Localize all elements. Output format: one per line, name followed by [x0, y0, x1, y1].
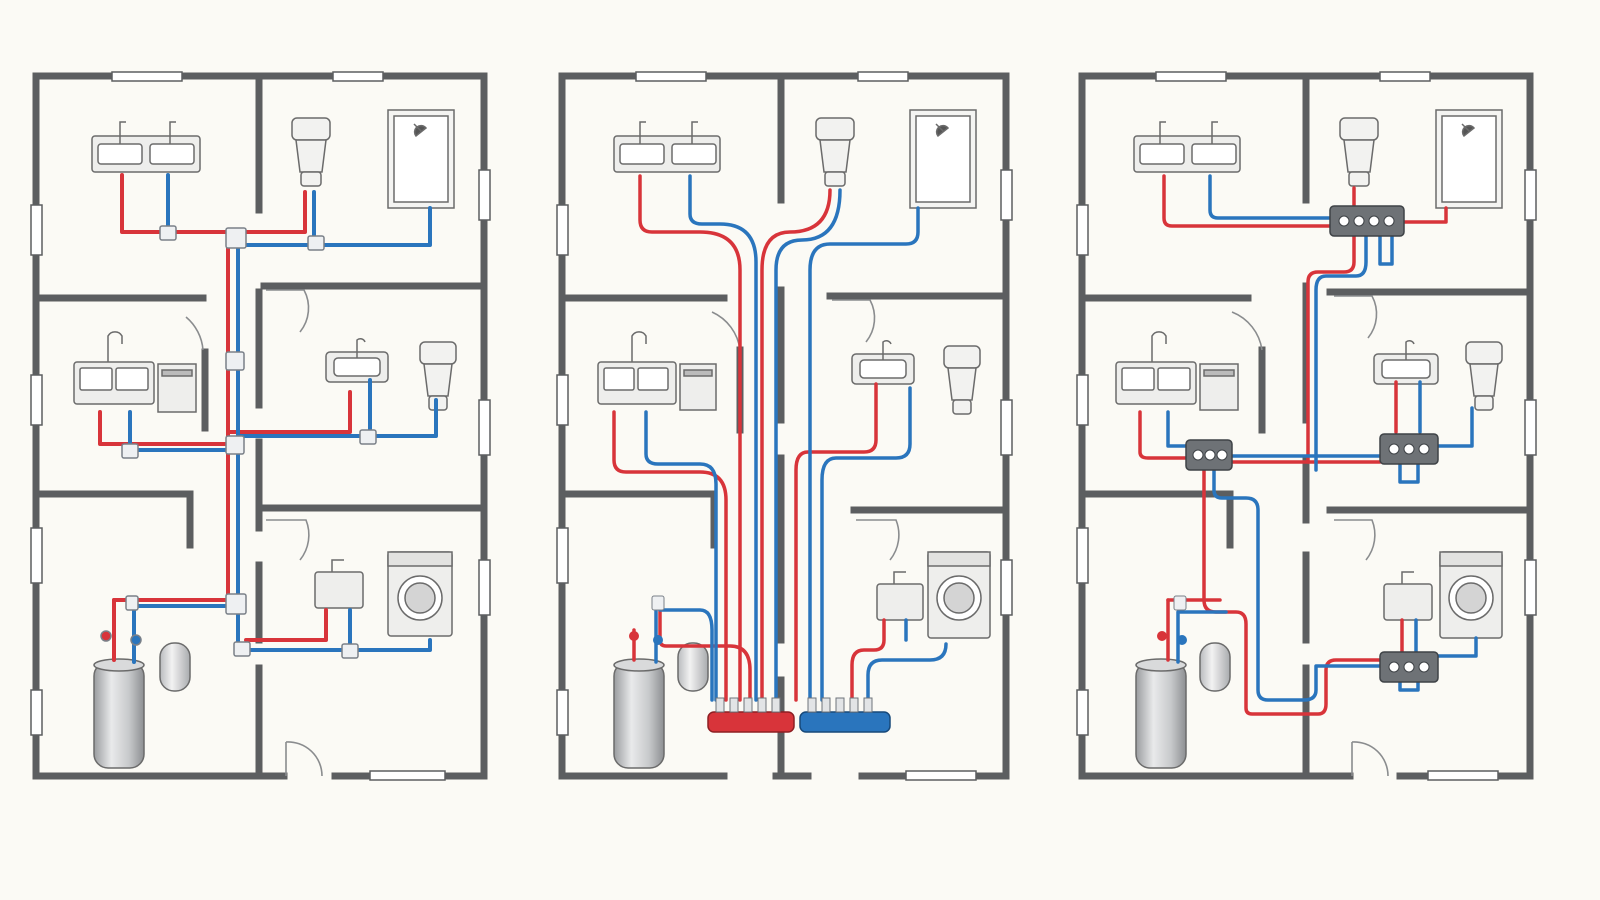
kitchen-sink: [73, 331, 155, 405]
panel-remote-manifold: [1076, 71, 1537, 781]
shower: [1435, 109, 1503, 209]
pipe-fittings: [100, 225, 377, 659]
toilet: [419, 341, 457, 411]
toilet: [815, 117, 855, 187]
heater-valves: [629, 595, 665, 645]
fixtures: [1115, 109, 1503, 769]
toilet: [943, 345, 981, 415]
double-vanity-sink: [1133, 121, 1241, 173]
remote-manifold-laundry: [1379, 651, 1439, 683]
floor-plan-walls: [1078, 72, 1534, 780]
water-heater: [1135, 658, 1187, 769]
kitchen-sink: [597, 331, 677, 405]
utility-sink: [314, 559, 364, 609]
windows: [556, 71, 1013, 781]
remote-manifold-powder-room: [1379, 433, 1439, 465]
bathroom-sink: [1373, 340, 1439, 385]
toilet: [1465, 341, 1503, 411]
utility-sink: [876, 571, 924, 621]
windows: [1076, 71, 1537, 781]
remote-manifold-bathroom: [1329, 205, 1405, 237]
dishwasher: [679, 363, 717, 411]
toilet: [291, 117, 331, 187]
hot-water-pipes: [98, 173, 352, 662]
dishwasher: [1199, 363, 1239, 411]
fixtures: [597, 109, 991, 769]
cold-water-lines: [644, 174, 948, 702]
doors: [185, 289, 323, 777]
hot-water-lines: [612, 174, 886, 702]
dishwasher: [157, 363, 197, 413]
double-vanity-sink: [613, 121, 721, 173]
doors: [1231, 295, 1389, 777]
double-vanity-sink: [91, 121, 201, 173]
hot-water-manifold: [707, 697, 795, 733]
panel-trunk-and-branch: [30, 71, 491, 781]
bathroom-sink: [325, 338, 389, 383]
expansion-tank: [159, 642, 191, 692]
cold-water-manifold: [799, 697, 891, 733]
washing-machine: [1439, 551, 1503, 639]
panel-home-run-manifold: [556, 71, 1013, 781]
windows: [30, 71, 491, 781]
shower: [387, 109, 455, 209]
utility-sink: [1383, 571, 1433, 621]
hot-water-pipes: [1138, 174, 1448, 716]
bathroom-sink: [851, 340, 915, 385]
washing-machine: [387, 551, 453, 637]
fixtures: [73, 109, 457, 769]
washing-machine: [927, 551, 991, 639]
heater-valves: [1157, 595, 1187, 645]
toilet: [1339, 117, 1379, 187]
water-heater: [613, 658, 665, 769]
kitchen-sink: [1115, 331, 1197, 405]
shower: [909, 109, 977, 209]
remote-manifold-kitchen: [1185, 439, 1233, 471]
expansion-tank: [1199, 642, 1231, 692]
expansion-tank: [677, 642, 709, 692]
water-heater: [93, 658, 145, 769]
